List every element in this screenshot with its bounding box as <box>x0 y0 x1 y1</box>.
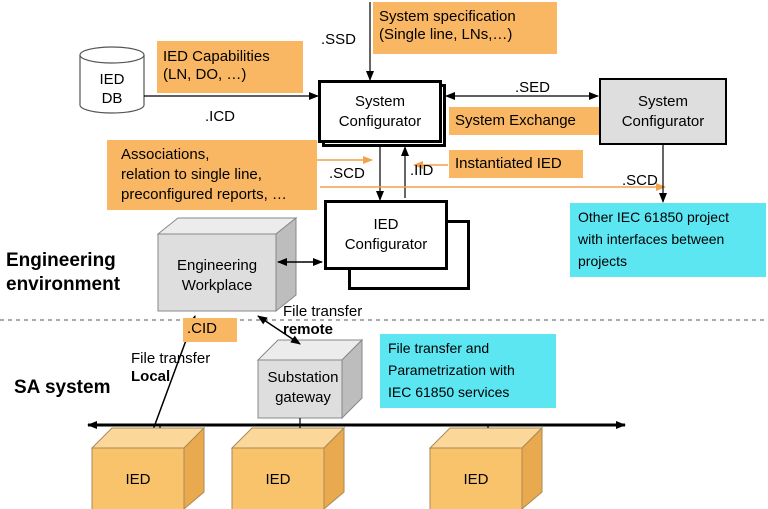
system-configurator-main[interactable]: System Configurator <box>318 80 442 143</box>
sa-system-heading: SA system <box>14 377 111 398</box>
file-transfer-param-info: File transfer and Parametrization with I… <box>380 334 556 408</box>
substation-gateway-line1: Substation <box>267 369 339 386</box>
engineering-workplace[interactable]: Engineering Workplace <box>158 256 276 296</box>
system-configurator-other[interactable]: System Configurator <box>599 78 727 145</box>
ied-db-cylinder <box>79 46 145 114</box>
system-spec-line2: (Single line, LNs,…) <box>379 26 513 43</box>
engineering-environment-line1: Engineering <box>6 250 116 271</box>
file-transfer-param-line3: IEC 61850 services <box>388 384 510 400</box>
file-transfer-remote-label: File transfer remote <box>283 303 362 339</box>
sed-label: .SED <box>515 79 551 96</box>
ied-db: IED DB <box>80 70 144 108</box>
other-project-info: Other IEC 61850 project with interfaces … <box>570 203 766 277</box>
scd-right-label: .SCD <box>622 172 658 189</box>
associations-line3: preconfigured reports, … <box>121 186 287 203</box>
system-spec-line1: System specification <box>379 8 516 25</box>
file-transfer-local-line1: File transfer <box>131 350 211 367</box>
file-transfer-remote-line2: remote <box>283 321 334 338</box>
instantiated-ied-note: Instantiated IED <box>449 150 583 178</box>
ied-db-line1: IED <box>99 71 125 88</box>
file-transfer-local-label: File transfer Local <box>131 350 210 386</box>
ied-capabilities-line2: (LN, DO, …) <box>163 66 247 83</box>
substation-gateway-cube <box>256 338 364 420</box>
system-configurator-main-line1: System <box>354 92 405 110</box>
iid-label: .IID <box>410 162 434 179</box>
other-project-line3: projects <box>578 253 628 269</box>
engineering-workplace-line1: Engineering <box>176 257 258 274</box>
instantiated-ied-text: Instantiated IED <box>455 155 562 172</box>
system-configurator-main-line2: Configurator <box>338 112 422 130</box>
file-transfer-param-line2: Parametrization with <box>388 362 515 378</box>
system-configurator-other-line2: Configurator <box>621 112 705 130</box>
system-specification-note: System specification (Single line, LNs,…… <box>373 2 557 54</box>
other-project-line1: Other IEC 61850 project <box>578 209 729 225</box>
ied-1-label[interactable]: IED <box>125 471 151 488</box>
scd-left-label: .SCD <box>329 165 365 182</box>
ied-cube-2 <box>230 426 346 509</box>
system-exchange-text: System Exchange <box>455 112 576 129</box>
associations-note: Associations, relation to single line, p… <box>107 140 317 210</box>
associations-line1: Associations, <box>121 146 210 163</box>
ied-configurator-line1: IED <box>373 216 399 233</box>
ssd-label: .SSD <box>321 31 357 48</box>
ied-db-line2: DB <box>101 90 123 107</box>
ied-capabilities-note: IED Capabilities (LN, DO, …) <box>157 41 303 93</box>
associations-line2: relation to single line, <box>121 166 262 183</box>
file-transfer-local-line2: Local <box>131 368 171 385</box>
cid-text: .CID <box>187 320 217 337</box>
substation-gateway-line2: gateway <box>275 389 331 406</box>
system-configurator-other-line1: System <box>637 92 688 110</box>
substation-gateway[interactable]: Substation gateway <box>258 368 348 408</box>
engineering-environment-line2: environment <box>6 274 121 295</box>
engineering-environment-heading: Engineering environment <box>6 249 120 297</box>
ied-configurator-line2: Configurator <box>344 236 428 253</box>
engineering-workplace-line2: Workplace <box>181 277 253 294</box>
ied-cube-3 <box>428 426 544 509</box>
cid-label: .CID <box>183 318 237 342</box>
ied-3-label[interactable]: IED <box>463 471 489 488</box>
icd-label: .ICD <box>205 108 235 125</box>
ied-configurator[interactable]: IED Configurator <box>324 200 448 270</box>
ied-capabilities-line1: IED Capabilities <box>163 48 270 65</box>
other-project-line2: with interfaces between <box>578 231 725 247</box>
ied-2-label[interactable]: IED <box>265 471 291 488</box>
remote-transfer-arrow <box>257 315 301 345</box>
file-transfer-remote-line1: File transfer <box>283 303 363 320</box>
ied-cube-1 <box>90 426 206 509</box>
file-transfer-param-line1: File transfer and <box>388 340 490 356</box>
system-exchange-note: System Exchange <box>449 107 601 135</box>
